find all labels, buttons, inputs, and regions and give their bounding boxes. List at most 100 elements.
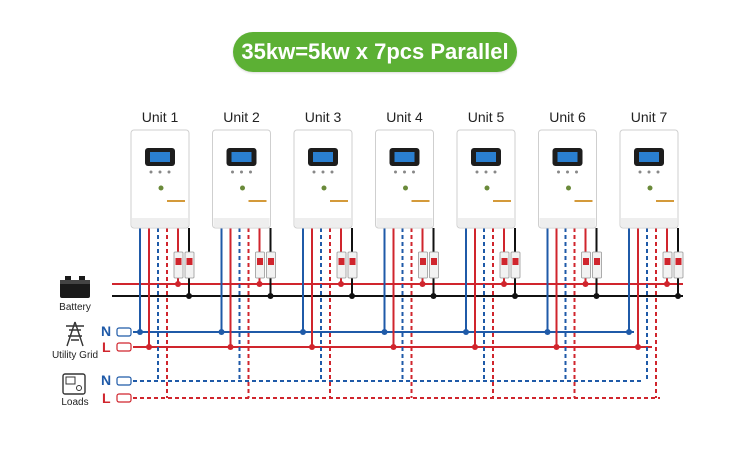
inverter-stripe <box>330 200 348 202</box>
battery-icon <box>60 280 90 298</box>
inverter-base <box>295 218 351 227</box>
inverter-base <box>376 218 433 227</box>
inverter-button <box>249 170 252 174</box>
loads-line-label: L <box>102 390 111 406</box>
inverter-button <box>394 170 397 174</box>
inverter-icon <box>619 129 679 229</box>
junction-dot <box>512 293 518 299</box>
inverter-button <box>240 170 243 174</box>
utility-grid-label: Utility Grid <box>51 350 99 361</box>
breaker-switch <box>664 258 671 265</box>
inverter-button <box>330 170 334 174</box>
junction-dot <box>472 344 478 350</box>
inverter-icon <box>212 129 271 229</box>
inverter-screen <box>231 152 252 162</box>
inverter-base <box>132 218 188 227</box>
unit-label: Unit 3 <box>304 109 342 125</box>
breaker-switch <box>431 258 437 265</box>
inverter-stripe <box>656 200 674 202</box>
connector-plug <box>116 342 132 352</box>
inverter-stripe <box>167 200 185 202</box>
inverter-screen <box>394 152 415 162</box>
unit-label: Unit 2 <box>223 109 260 125</box>
inverter-button <box>557 170 560 174</box>
inverter-screen <box>476 152 496 162</box>
junction-dot <box>419 281 426 287</box>
loads-label: Loads <box>61 397 89 408</box>
battery-terminal <box>65 276 71 280</box>
unit-label: Unit 4 <box>386 109 423 125</box>
breaker-switch <box>338 258 345 265</box>
breaker-switch <box>420 258 426 265</box>
inverter-stripe <box>493 200 511 202</box>
junction-dot <box>635 344 641 350</box>
junction-dot <box>309 344 315 350</box>
inverter-button <box>231 170 234 174</box>
breaker-switch <box>594 258 600 265</box>
inverter-logo <box>566 185 571 191</box>
junction-dot <box>593 293 600 299</box>
inverter-icon <box>456 129 516 229</box>
inverter-button <box>149 170 153 174</box>
junction-dot <box>218 329 225 335</box>
inverter-button <box>475 170 479 174</box>
junction-dot <box>463 329 469 335</box>
utility-tower-icon <box>66 321 84 347</box>
junction-dot <box>582 281 589 287</box>
inverter-base <box>539 218 596 227</box>
inverter-button <box>566 170 569 174</box>
junction-dot <box>300 329 306 335</box>
inverter-logo <box>158 185 164 191</box>
inverter-logo <box>240 185 245 191</box>
inverter-button <box>403 170 406 174</box>
breaker-switch <box>257 258 263 265</box>
inverter-button <box>158 170 162 174</box>
junction-dot <box>338 281 344 287</box>
breaker-switch <box>268 258 274 265</box>
battery-top <box>60 280 90 284</box>
junction-dot <box>267 293 274 299</box>
inverter-base <box>213 218 270 227</box>
inverter-button <box>312 170 316 174</box>
inverter-button <box>493 170 497 174</box>
breaker-switch <box>186 258 193 265</box>
inverter-button <box>638 170 642 174</box>
grid-neutral-label: N <box>101 323 112 339</box>
junction-dot <box>664 281 670 287</box>
battery-terminal <box>79 276 85 280</box>
inverter-screen <box>557 152 578 162</box>
connector-plug <box>116 376 132 386</box>
inverter-logo <box>321 185 327 191</box>
inverter-button <box>412 170 415 174</box>
inverter-stripe <box>574 200 593 202</box>
connector-plug <box>116 327 132 337</box>
junction-dot <box>501 281 507 287</box>
junction-dot <box>175 281 181 287</box>
loads-neutral-label: N <box>101 372 112 388</box>
inverter-base <box>458 218 514 227</box>
junction-dot <box>544 329 551 335</box>
junction-dot <box>553 344 560 350</box>
breaker-switch <box>175 258 182 265</box>
inverter-icon <box>293 129 353 229</box>
inverter-base <box>621 218 677 227</box>
junction-dot <box>381 329 388 335</box>
unit-label: Unit 7 <box>630 109 668 125</box>
inverter-logo <box>647 185 653 191</box>
inverter-button <box>647 170 651 174</box>
inverter-button <box>484 170 488 174</box>
junction-dot <box>256 281 263 287</box>
breaker-switch <box>583 258 589 265</box>
inverter-screen <box>150 152 170 162</box>
junction-dot <box>430 293 437 299</box>
inverter-logo <box>403 185 408 191</box>
breaker-switch <box>512 258 519 265</box>
breaker-switch <box>501 258 508 265</box>
unit-label: Unit 6 <box>549 109 586 125</box>
inverter-button <box>575 170 578 174</box>
inverter-button <box>167 170 171 174</box>
junction-dot <box>137 329 143 335</box>
connector-plug <box>116 393 132 403</box>
